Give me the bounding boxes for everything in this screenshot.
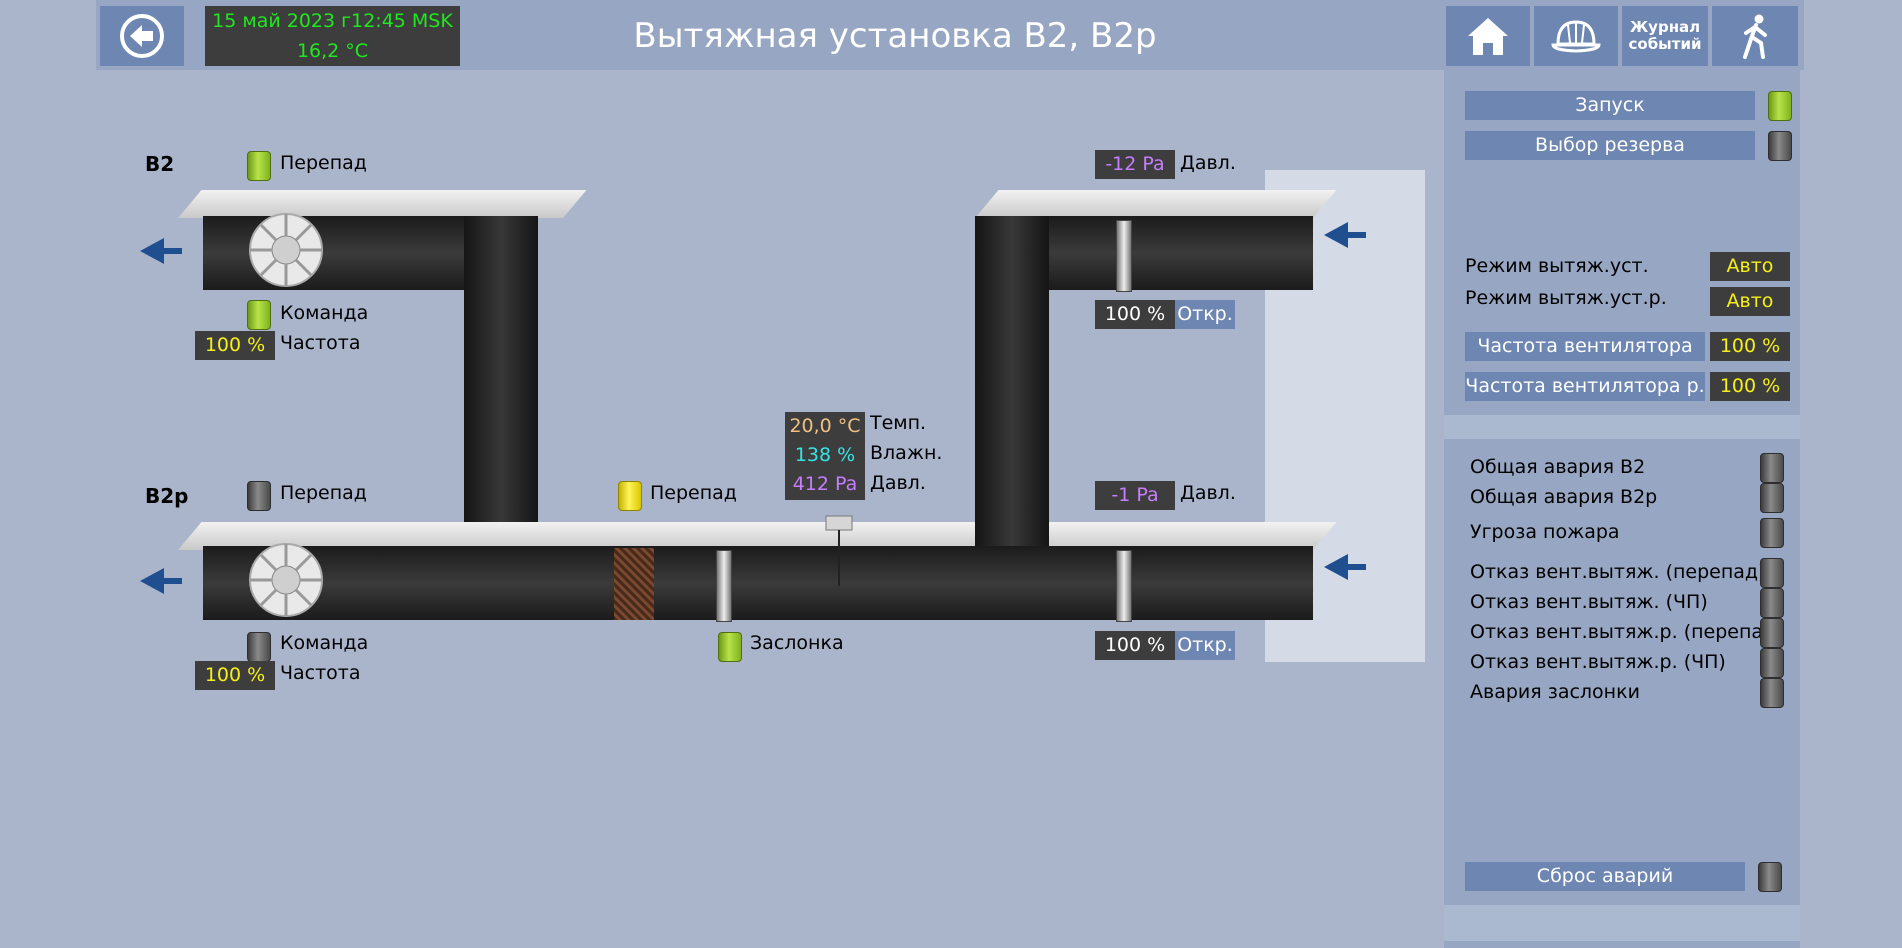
clock-display: 15 май 2023 г12:45 MSK 16,2 °C (205, 6, 460, 66)
alarm-item: Отказ вент.вытяж. (перепад) (1470, 561, 1766, 583)
start-indicator (1768, 91, 1792, 121)
alarm-indicator (1760, 453, 1784, 483)
filter-diff-indicator (618, 481, 642, 511)
page-title: Вытяжная установка В2, В2р (633, 16, 1157, 56)
journal-label-2: событий (1628, 35, 1702, 53)
air-arrow-icon (1324, 222, 1366, 248)
exit-button[interactable] (1712, 6, 1798, 66)
reset-indicator (1758, 862, 1782, 892)
damper-icon (716, 550, 732, 622)
sensor-hum-value: 138 % (794, 444, 856, 466)
panel-divider (1444, 415, 1800, 439)
alarm-indicator (1760, 558, 1784, 588)
start-button[interactable]: Запуск (1465, 91, 1755, 120)
b2r-freq-label: Частота (280, 662, 361, 684)
alarm-item: Отказ вент.вытяж.р. (ЧП) (1470, 651, 1726, 673)
sensor-icon (825, 515, 853, 586)
journal-label-1: Журнал (1629, 18, 1701, 36)
duct-top-upper-right (975, 190, 1337, 218)
mode-value[interactable]: Авто (1710, 252, 1790, 281)
home-icon (1468, 18, 1508, 55)
damper-indicator (718, 632, 742, 662)
alarm-indicator (1760, 483, 1784, 513)
reserve-select-button[interactable]: Выбор резерва (1465, 131, 1755, 160)
alarm-item: Отказ вент.вытяж.р. (перепад) (1470, 621, 1784, 643)
fan-freq-r-value[interactable]: 100 % (1710, 372, 1790, 401)
alarm-item: Общая авария В2 (1470, 456, 1646, 478)
air-arrow-icon (1324, 554, 1366, 580)
b2r-freq-value: 100 % (195, 661, 275, 690)
b2r-command-indicator (247, 632, 271, 662)
reset-alarms-button[interactable]: Сброс аварий (1465, 862, 1745, 891)
b2-diff-label: Перепад (280, 152, 367, 174)
filter-icon (614, 548, 654, 620)
damper-label: Заслонка (750, 632, 844, 654)
lower-press-label: Давл. (1180, 482, 1236, 504)
alarm-indicator (1760, 518, 1784, 548)
alarm-indicator (1760, 588, 1784, 618)
b2-freq-value: 100 % (195, 331, 275, 360)
back-arrow-icon (120, 14, 164, 58)
b2-command-label: Команда (280, 302, 369, 324)
b2-diff-indicator (247, 151, 271, 181)
home-button[interactable] (1446, 6, 1530, 66)
date-time: 15 май 2023 г12:45 MSK (212, 10, 453, 32)
b2-freq-label: Частота (280, 332, 361, 354)
alarm-item: Общая авария В2р (1470, 486, 1658, 508)
duct-vertical-left (464, 216, 538, 546)
walking-person-icon (1743, 14, 1767, 59)
sensor-hum-label: Влажн. (870, 442, 943, 464)
b2r-command-label: Команда (280, 632, 369, 654)
sensor-press-value: 412 Pa (792, 473, 858, 495)
mode-label: Режим вытяж.уст. (1465, 255, 1649, 277)
mode-r-label: Режим вытяж.уст.р. (1465, 287, 1667, 309)
b2r-label: В2р (145, 484, 189, 508)
control-panel (1444, 70, 1800, 948)
back-button[interactable] (100, 6, 184, 66)
duct-vertical-right (975, 216, 1049, 546)
fan-icon (249, 543, 323, 617)
air-arrow-icon (140, 568, 182, 594)
lower-open-value: 100 % (1095, 631, 1175, 660)
damper-icon (1116, 220, 1132, 292)
sensor-press-label: Давл. (870, 472, 926, 494)
lower-open-label: Откр. (1175, 631, 1235, 660)
fan-freq-r-button[interactable]: Частота вентилятора р. (1465, 372, 1705, 401)
damper-icon (1116, 550, 1132, 622)
filter-diff-label: Перепад (650, 482, 737, 504)
lower-press-value: -1 Pa (1095, 481, 1175, 510)
upper-open-label: Откр. (1175, 300, 1235, 329)
mode-r-value[interactable]: Авто (1710, 287, 1790, 316)
b2-command-indicator (247, 300, 271, 330)
panel-footer (1444, 905, 1800, 941)
event-journal-button[interactable]: Журнал событий (1622, 6, 1708, 66)
upper-press-value: -12 Pa (1095, 150, 1175, 179)
alarm-indicator (1760, 618, 1784, 648)
reserve-indicator (1768, 131, 1792, 161)
upper-open-value: 100 % (1095, 300, 1175, 329)
helmet-icon (1551, 20, 1601, 53)
b2r-diff-indicator (247, 481, 271, 511)
alarm-indicator (1760, 648, 1784, 678)
alarm-indicator (1760, 678, 1784, 708)
b2r-diff-label: Перепад (280, 482, 367, 504)
sensor-temp-label: Темп. (870, 412, 927, 434)
alarm-item: Авария заслонки (1470, 681, 1640, 703)
fan-freq-value[interactable]: 100 % (1710, 332, 1790, 361)
fan-freq-button[interactable]: Частота вентилятора (1465, 332, 1705, 361)
upper-press-label: Давл. (1180, 152, 1236, 174)
safety-button[interactable] (1534, 6, 1618, 66)
sensor-temp-value: 20,0 °C (789, 415, 861, 437)
air-arrow-icon (140, 238, 182, 264)
fan-icon (249, 213, 323, 287)
alarm-item: Угроза пожара (1470, 521, 1620, 543)
b2-label: В2 (145, 152, 175, 176)
duct-bottom (203, 546, 1313, 620)
alarm-item: Отказ вент.вытяж. (ЧП) (1470, 591, 1708, 613)
outdoor-temp: 16,2 °C (296, 40, 369, 62)
sensor-values-bg (785, 412, 865, 500)
